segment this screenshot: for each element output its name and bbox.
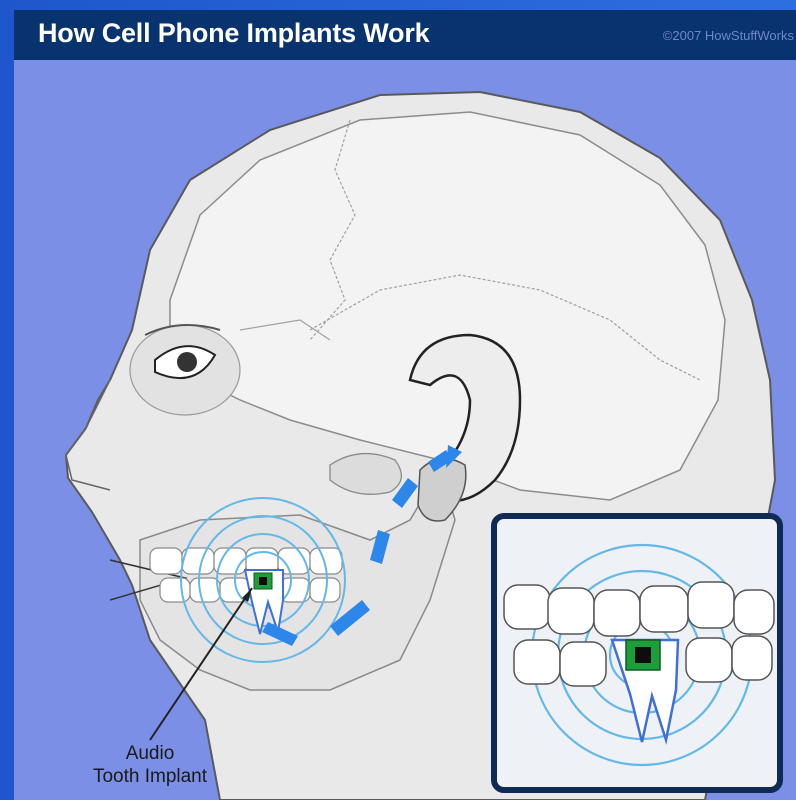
inset-implant-chip-core — [635, 647, 651, 663]
implant-label-line1: Audio — [60, 742, 240, 765]
illustration-panel — [14, 10, 796, 800]
eye-iris — [177, 352, 197, 372]
implant-label-line2: Tooth Implant — [60, 765, 240, 788]
implant-label: Audio Tooth Implant — [60, 742, 240, 788]
implant-chip-core — [259, 577, 267, 585]
copyright-notice: ©2007 HowStuffWorks — [663, 28, 794, 43]
illustration-svg — [14, 10, 796, 800]
title-bar: How Cell Phone Implants Work ©2007 HowSt… — [14, 10, 796, 60]
inset-panel — [494, 516, 780, 790]
page-title: How Cell Phone Implants Work — [38, 18, 429, 49]
